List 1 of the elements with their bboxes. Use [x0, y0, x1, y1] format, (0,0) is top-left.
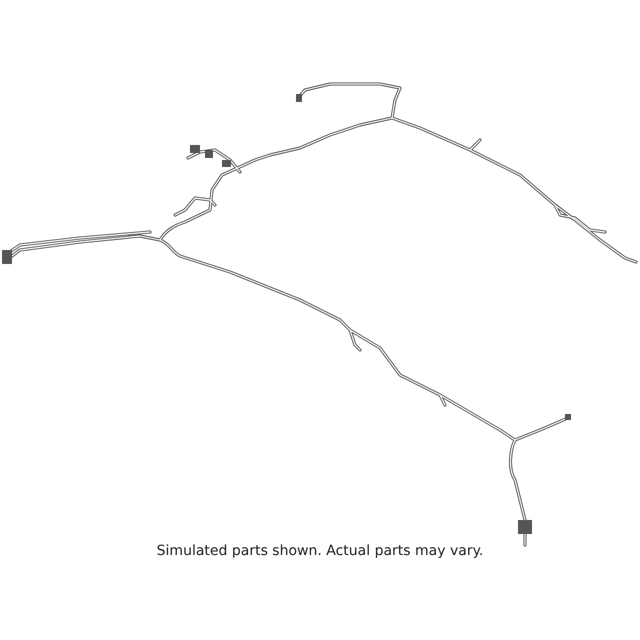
caption: Simulated parts shown. Actual parts may vary. — [156, 543, 484, 559]
